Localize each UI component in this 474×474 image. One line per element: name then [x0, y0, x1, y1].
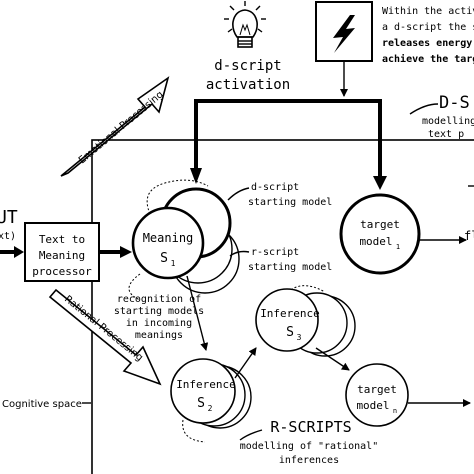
svg-text:in incoming: in incoming	[126, 318, 192, 329]
right-cut-label: fl	[464, 229, 474, 243]
svg-text:2: 2	[208, 404, 213, 413]
targetn-node: target model n	[345, 363, 409, 427]
arrowhead-to-target1	[373, 176, 387, 190]
svg-text:Inference: Inference	[260, 307, 320, 320]
svg-text:meanings: meanings	[135, 330, 183, 341]
arrowhead-to-meaning	[190, 168, 202, 184]
svg-text:S: S	[286, 325, 294, 340]
svg-text:target: target	[360, 218, 400, 231]
activation-label-line1: d-script	[214, 58, 281, 74]
target1-node: target model 1	[339, 193, 421, 275]
cognitive-space-box	[91, 139, 474, 474]
svg-text:Within the activ: Within the activ	[382, 6, 474, 17]
emotional-processing-arrow: Emotional Processing	[60, 76, 170, 177]
recognition-note: recognition of starting models in incomi…	[114, 294, 204, 341]
svg-text:achieve the targ: achieve the targ	[382, 53, 474, 65]
svg-text:processor: processor	[32, 265, 92, 278]
inference-s3-node: Inference S 3	[255, 285, 356, 357]
top-note: Within the activ a d-script the s releas…	[382, 6, 474, 65]
dscript-model-line1: d-script	[251, 182, 299, 193]
svg-text:model: model	[356, 399, 389, 412]
rscript-model-line1: r-script	[251, 247, 299, 258]
rscripts-line2: inferences	[279, 455, 339, 466]
cognitive-space-label: Cognitive space	[2, 399, 82, 410]
svg-text:1: 1	[171, 259, 176, 268]
svg-text:recognition of: recognition of	[117, 294, 201, 305]
svg-text:starting models: starting models	[114, 306, 204, 317]
lightbulb-icon	[224, 1, 266, 48]
meaning-node: Meaning S 1	[128, 179, 240, 301]
dscripts-sub1: modelling o	[422, 116, 474, 127]
text-to-meaning-processor: Text to Meaning processor	[24, 222, 100, 282]
svg-text:S: S	[197, 396, 205, 411]
meaning-to-s2-arrow	[186, 275, 209, 351]
svg-text:Text to: Text to	[39, 233, 85, 246]
rscripts-line1: modelling of "rational"	[240, 441, 378, 452]
input-sub: xt)	[0, 231, 16, 242]
svg-text:S: S	[160, 251, 168, 266]
svg-text:target: target	[357, 383, 397, 396]
activation-bracket	[194, 99, 382, 178]
svg-text:Meaning: Meaning	[143, 231, 194, 245]
inference-s2-node: Inference S 2	[170, 358, 252, 443]
s3-to-targetn-arrow	[315, 347, 350, 371]
input-title: UT	[0, 207, 18, 228]
dscript-model-line2: starting model	[248, 197, 332, 208]
svg-text:Emotional Processing: Emotional Processing	[77, 89, 166, 166]
svg-text:model: model	[359, 235, 392, 248]
dscripts-title: D-S	[439, 93, 470, 113]
svg-text:releases energy: releases energy	[382, 38, 472, 49]
rscript-model-line2: starting model	[248, 262, 332, 273]
svg-text:n: n	[393, 407, 397, 415]
rscripts-title: R-SCRIPTS	[270, 418, 351, 436]
activation-label-line2: activation	[206, 77, 290, 93]
svg-text:3: 3	[297, 333, 302, 342]
lightning-icon	[315, 1, 373, 62]
svg-text:Meaning: Meaning	[39, 249, 85, 262]
s2-to-s3-arrow	[234, 347, 257, 379]
svg-text:1: 1	[396, 243, 400, 251]
svg-text:a d-script the s: a d-script the s	[382, 22, 474, 33]
svg-text:Inference: Inference	[176, 378, 236, 391]
dscripts-sub2: text p	[428, 129, 464, 140]
